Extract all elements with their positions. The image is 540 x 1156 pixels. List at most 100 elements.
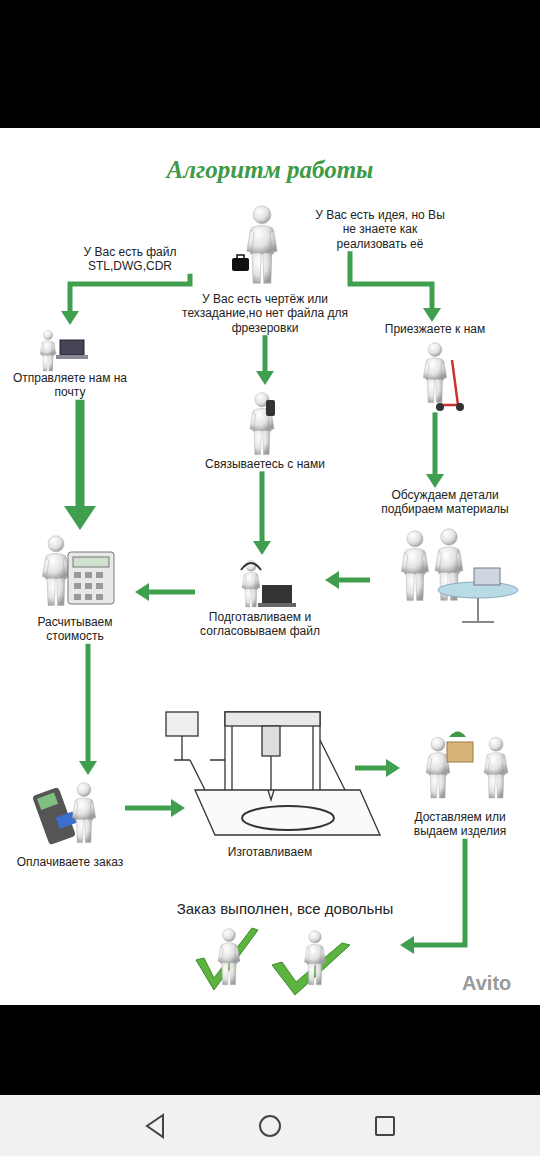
phone-icon <box>250 393 275 455</box>
process-step: Связываетесь с нами <box>200 385 330 471</box>
calculator-icon <box>74 572 81 578</box>
flow-arrow <box>414 839 465 945</box>
cnc-machine <box>268 756 274 800</box>
nav-icons <box>376 1117 394 1135</box>
mail-icon <box>40 330 56 371</box>
cnc-machine <box>225 712 320 726</box>
top-bar <box>0 0 540 128</box>
scooter-icon <box>456 403 464 411</box>
process-step: Расчитываем стоимость <box>15 530 135 644</box>
process-step: Изготавливаем <box>185 695 355 859</box>
process-step: У Вас есть чертёж или техзадание,но нет … <box>175 292 355 335</box>
operator-icon <box>258 603 296 607</box>
calculator-icon <box>73 557 109 567</box>
meeting-icon <box>401 531 428 601</box>
cnc-machine <box>210 740 345 790</box>
process-step: Заказ выполнен, все довольны <box>170 900 400 998</box>
calculator-icon <box>85 594 92 600</box>
flow-arrow <box>339 578 370 583</box>
step-text: Оплачиваете заказ <box>15 855 125 869</box>
start-figure <box>247 206 277 283</box>
scooter-icon <box>423 343 464 411</box>
terminal-icon <box>32 787 76 845</box>
nav-icons <box>147 1115 163 1137</box>
calculator-icon <box>85 572 92 578</box>
step-text: Подготавливаем и согласовываем файл <box>195 610 325 639</box>
scooter-icon <box>423 343 446 403</box>
flow-arrow <box>355 766 386 771</box>
calculator-icon <box>42 536 69 606</box>
diagram-title: Алгоритм работы <box>0 156 540 184</box>
start-figure <box>232 258 249 271</box>
meeting-icon <box>462 598 494 622</box>
delivery-icon <box>426 737 450 798</box>
calculator-icon <box>96 572 103 578</box>
operator-icon <box>241 561 296 607</box>
terminal-icon <box>37 793 58 810</box>
process-step: Подготавливаем и согласовываем файл <box>195 555 325 639</box>
process-step: Оплачиваете заказ <box>15 775 125 869</box>
meeting-icon <box>401 529 518 622</box>
scooter-icon <box>440 360 462 405</box>
calculator-icon <box>42 536 114 606</box>
done-icon <box>218 929 240 985</box>
terminal-icon <box>72 783 95 843</box>
bottom-bar <box>0 1005 540 1095</box>
process-step: Обсуждаем детали подбираем материалы <box>370 488 520 627</box>
scooter-icon <box>436 403 444 411</box>
process-step: Доставляем или выдаем изделия <box>400 725 520 839</box>
phone-icon <box>250 393 274 455</box>
step-text: Связываетесь с нами <box>200 457 330 471</box>
step-text: У Вас есть чертёж или техзадание,но нет … <box>175 292 355 335</box>
cnc-machine <box>225 712 320 790</box>
flow-arrow <box>76 400 85 506</box>
process-step: У Вас есть идея, но Вы не знаете как реа… <box>315 208 445 251</box>
delivery-icon <box>449 732 466 738</box>
step-text: У Вас есть идея, но Вы не знаете как реа… <box>315 208 445 251</box>
operator-icon <box>242 561 260 607</box>
meeting-icon <box>474 568 500 585</box>
step-text: Доставляем или выдаем изделия <box>400 810 520 839</box>
mail-icon <box>56 355 88 359</box>
watermark: Avito <box>462 972 511 995</box>
terminal-icon <box>32 783 96 846</box>
cnc-machine <box>174 736 205 790</box>
delivery-icon <box>447 742 473 762</box>
nav-icons <box>260 1116 280 1136</box>
cnc-machine <box>195 790 380 835</box>
flow-arrow <box>70 274 190 311</box>
process-step: У Вас есть файл STL,DWG,CDR <box>45 245 215 274</box>
process-step: Отправляете нам на почту <box>5 325 135 400</box>
step-text: Приезжаете к нам <box>370 322 500 336</box>
start-figure <box>237 255 244 258</box>
delivery-icon <box>484 737 508 798</box>
calculator-icon <box>96 583 103 589</box>
step-text: Заказ выполнен, все довольны <box>170 900 400 918</box>
flow-arrow <box>433 412 438 474</box>
done-icon <box>196 928 258 990</box>
flow-arrow <box>260 471 265 541</box>
cnc-machine <box>166 712 198 736</box>
calculator-icon <box>96 594 103 600</box>
step-text: Расчитываем стоимость <box>15 615 135 644</box>
cnc-machine <box>262 726 280 756</box>
calculator-icon <box>68 552 114 604</box>
delivery-icon <box>426 732 508 799</box>
nav-icons <box>147 1115 394 1137</box>
calculator-icon <box>74 594 81 600</box>
cnc-machine <box>242 806 334 830</box>
nav-bar <box>0 1095 540 1156</box>
calculator-icon <box>74 583 81 589</box>
done-icon <box>196 928 350 995</box>
flow-arrow <box>149 590 195 595</box>
operator-icon <box>241 563 261 570</box>
step-text: Обсуждаем детали подбираем материалы <box>370 488 520 517</box>
cnc-machine <box>166 712 380 835</box>
calculator-icon <box>85 583 92 589</box>
mail-icon <box>60 340 84 355</box>
calculator-icon <box>74 572 103 600</box>
step-text: Изготавливаем <box>185 845 355 859</box>
done-icon <box>304 931 325 985</box>
step-text: Отправляете нам на почту <box>5 371 135 400</box>
